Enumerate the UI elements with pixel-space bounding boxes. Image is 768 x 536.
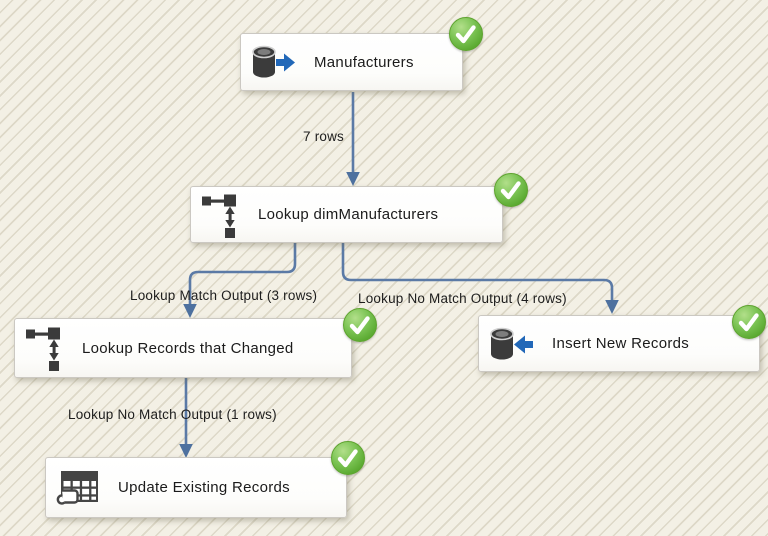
- edge-label-match-output: Lookup Match Output (3 rows): [130, 288, 318, 303]
- table-grid-icon: [56, 470, 98, 505]
- checkmark-icon: [337, 449, 358, 468]
- checkmark-icon: [500, 181, 521, 200]
- lookup-icon: [26, 327, 60, 371]
- checkmark-icon: [349, 316, 370, 335]
- checkmark-icon: [738, 313, 759, 332]
- success-badge: [449, 17, 483, 51]
- node-label: Manufacturers: [314, 53, 414, 71]
- connector-lookup-match-output[interactable]: [183, 243, 297, 318]
- success-badge: [343, 308, 377, 342]
- success-badge: [732, 305, 766, 339]
- edge-label-no-match-output-1: Lookup No Match Output (1 rows): [68, 407, 277, 422]
- connector-changed-no-match-output[interactable]: [179, 378, 193, 458]
- success-badge: [331, 441, 365, 475]
- node-update-existing-records[interactable]: Update Existing Records: [45, 441, 365, 518]
- edge-label-no-match-output-4: Lookup No Match Output (4 rows): [358, 291, 567, 306]
- edge-label-7-rows: 7 rows: [303, 129, 344, 144]
- connector-manufacturers-to-lookup[interactable]: [346, 92, 360, 186]
- node-label: Lookup dimManufacturers: [258, 206, 439, 223]
- node-label: Update Existing Records: [118, 479, 290, 496]
- lookup-icon: [202, 194, 236, 238]
- checkmark-icon: [455, 25, 476, 44]
- node-manufacturers[interactable]: Manufacturers: [240, 17, 483, 91]
- node-label: Lookup Records that Changed: [82, 339, 294, 357]
- node-insert-new-records[interactable]: Insert New Records: [478, 305, 766, 372]
- node-lookup-records-that-changed[interactable]: Lookup Records that Changed: [14, 308, 377, 378]
- node-lookup-dimmanufacturers[interactable]: Lookup dimManufacturers: [190, 173, 528, 243]
- database-source-icon: [252, 45, 295, 78]
- success-badge: [494, 173, 528, 207]
- node-label: Insert New Records: [552, 335, 690, 352]
- connector-lookup-no-match-output[interactable]: [341, 243, 619, 314]
- database-destination-icon: [490, 327, 533, 359]
